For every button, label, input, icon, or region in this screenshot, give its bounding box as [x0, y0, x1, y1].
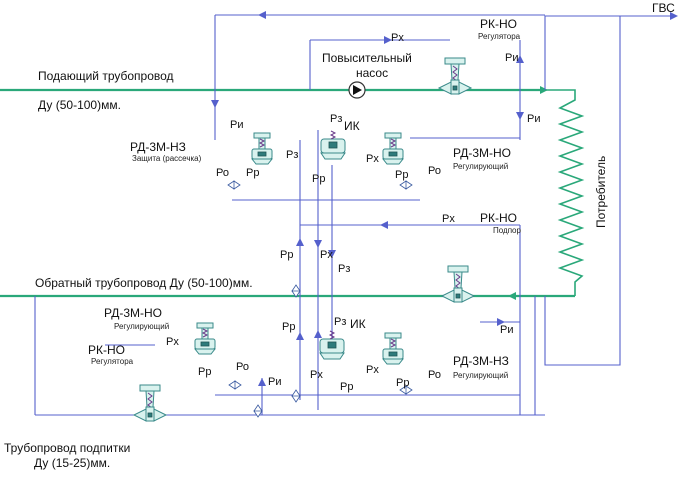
signal-po: Ро: [428, 165, 441, 177]
signal-pz: Рз: [330, 113, 342, 125]
vert-arrow-2: [314, 240, 322, 248]
rd-bottom-right-role: Регулирующий: [453, 371, 508, 380]
vert-arrow-1: [296, 238, 304, 246]
ik-top-valve: [320, 130, 346, 160]
booster-pump-label-2: насос: [356, 66, 388, 80]
vert-arrow-3: [328, 250, 336, 258]
signal-pz: Рз: [286, 149, 298, 161]
signal-px: Рх: [320, 249, 333, 261]
signal-pz: Рз: [338, 263, 350, 275]
rk-support-role: Подпор: [493, 226, 521, 235]
rk-top-impulse-arrow: [516, 55, 524, 63]
supply-flow-arrow: [540, 86, 548, 94]
consumer-label: Потребитель: [594, 156, 608, 228]
signal-px: Рх: [166, 336, 179, 348]
rd-bottom-right-name: РД-3М-НЗ: [453, 354, 509, 368]
supply-pipe-label: Подающий трубопровод: [38, 69, 174, 83]
supply-dn-label: Ду (50-100)мм.: [38, 98, 121, 112]
signal-pp: Рр: [340, 381, 353, 393]
rd-protect-name: РД-3М-НЗ: [130, 140, 186, 154]
consumer-heat-exchanger: [545, 89, 585, 296]
rd-bottom-left-name: РД-3М-НО: [104, 306, 162, 320]
top-bypass-arrow: [258, 11, 266, 19]
dhw-label: ГВС: [652, 1, 675, 15]
middle-manifold-arrow: [380, 221, 388, 229]
vert-arrow-4: [296, 332, 304, 340]
signal-px: Рх: [366, 153, 379, 165]
rk-top-name: РК-НО: [480, 17, 517, 31]
makeup-pipe-label-1: Трубопровод подпитки: [4, 441, 130, 455]
rd-bottom-right-valve: [382, 332, 404, 365]
pump-bypass-arrow: [384, 36, 392, 44]
signal-pp: Рр: [282, 321, 295, 333]
dhw-loop: [544, 15, 621, 366]
rd-bottom-left-role: Регулирующий: [114, 322, 169, 331]
signal-pi: Ри: [500, 324, 513, 336]
signal-pp: Рр: [246, 167, 259, 179]
signal-pp: Рр: [396, 377, 409, 389]
rk-bottom-role: Регулятора: [91, 357, 134, 366]
booster-pump-label-1: Повысительный: [322, 51, 412, 65]
signal-po: Ро: [428, 369, 441, 381]
signal-po: Ро: [216, 167, 229, 179]
rd-bottom-left-valve: [194, 322, 216, 355]
signal-pi: Ри: [527, 113, 540, 125]
rk-top-role: Регулятора: [478, 32, 521, 41]
signal-pp: Рр: [198, 366, 211, 378]
signal-px: Рх: [391, 32, 404, 44]
check-valves: [227, 180, 413, 418]
return-flow-arrow: [508, 292, 516, 300]
rk-top-impulse-arrow2: [516, 112, 524, 120]
makeup-pipe-label-2: Ду (15-25)мм.: [34, 456, 110, 470]
rd-protect-role: Защита (рассечка): [132, 154, 202, 163]
signal-pi: Ри: [505, 52, 518, 64]
signal-px: Рх: [366, 364, 379, 376]
signal-pp: Рр: [280, 249, 293, 261]
vert-arrow-5: [314, 330, 322, 338]
rk-bottom-valve: [133, 384, 167, 422]
ik-bottom-name: ИК: [350, 317, 366, 331]
signal-px: Рх: [442, 213, 455, 225]
rd-protect-valve: [251, 132, 273, 165]
rk-support-name: РК-НО: [480, 211, 517, 225]
return-pipe-label: Обратный трубопровод Ду (50-100)мм.: [35, 276, 253, 290]
left-bypass-arrow: [211, 100, 219, 108]
rk-top-valve: [438, 57, 472, 95]
signal-po: Ро: [236, 361, 249, 373]
rd-top-reg-name: РД-3М-НО: [453, 146, 511, 160]
signal-pz: Рз: [334, 316, 346, 328]
dhw-arrow: [670, 12, 678, 20]
signal-pp: Рр: [395, 169, 408, 181]
signal-px: Рх: [310, 369, 323, 381]
booster-pump: [348, 81, 366, 99]
rk-support-valve: [441, 265, 475, 303]
rd-top-reg-role: Регулирующий: [453, 162, 508, 171]
signal-pp: Рр: [312, 173, 325, 185]
signal-pi: Ри: [230, 119, 243, 131]
bottom-ri-arrow: [258, 378, 266, 386]
rk-bottom-name: РК-НО: [88, 343, 125, 357]
signal-pi: Ри: [268, 376, 281, 388]
rd-top-reg-valve: [382, 132, 404, 165]
ik-top-name: ИК: [344, 119, 360, 133]
